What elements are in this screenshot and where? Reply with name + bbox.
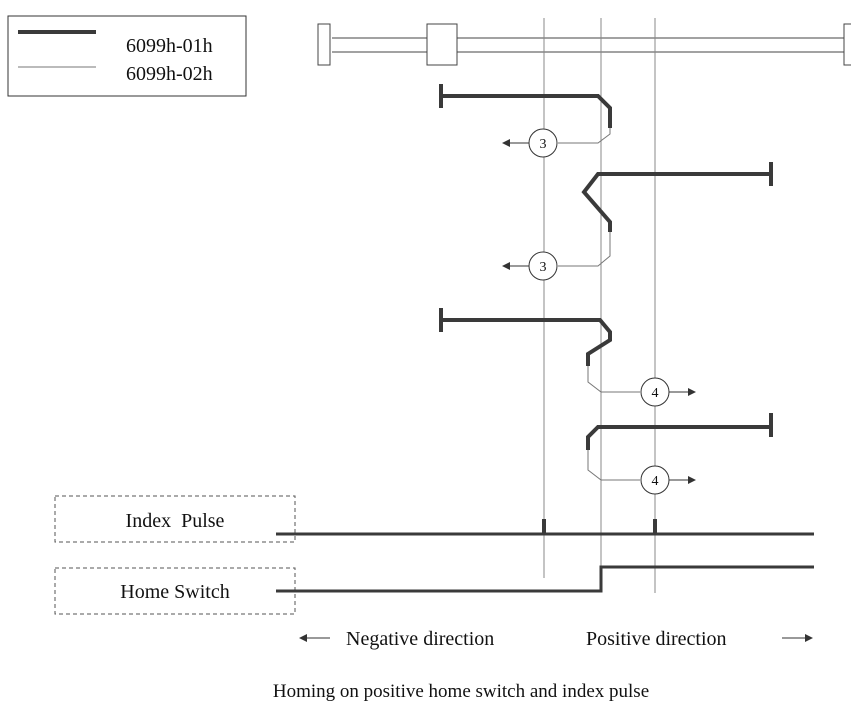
trajectory-3 — [439, 308, 640, 393]
marker-3: 4 — [640, 377, 696, 407]
marker-1: 3 — [502, 128, 558, 158]
diagram-caption: Homing on positive home switch and index… — [273, 681, 649, 702]
guide-lines — [543, 18, 656, 593]
carriage — [426, 23, 458, 66]
index-pulse-label: Index Pulse — [126, 510, 225, 532]
trajectory-2 — [558, 162, 773, 267]
trajectory-1-thick — [441, 94, 612, 128]
trajectory-2-thick — [581, 172, 771, 232]
marker-label: 3 — [540, 137, 547, 152]
index-pulse-signal: Index Pulse — [54, 495, 814, 543]
rail-end-left — [317, 23, 331, 66]
marker-4: 4 — [640, 465, 696, 495]
home-switch-signal: Home Switch — [54, 565, 814, 615]
direction-labels: Negative direction Positive direction — [299, 628, 813, 650]
legend-box — [7, 15, 247, 97]
trajectory-1 — [439, 84, 612, 144]
trajectory-4 — [586, 413, 773, 481]
trajectory-2-thin — [558, 232, 611, 267]
home-switch-label-box — [54, 567, 296, 615]
legend: 6099h-01h 6099h-02h — [7, 15, 247, 97]
marker-label: 3 — [540, 260, 547, 275]
home-switch-label: Home Switch — [120, 581, 229, 603]
marker-2: 3 — [502, 251, 558, 281]
trajectory-3-thick — [441, 318, 612, 366]
legend-label-thick: 6099h-01h — [126, 35, 213, 57]
trajectory-4-thick — [586, 425, 771, 450]
legend-label-thin: 6099h-02h — [126, 63, 213, 85]
home-switch-line — [276, 565, 814, 593]
marker-label: 4 — [652, 474, 659, 489]
positive-direction-label: Positive direction — [586, 628, 727, 650]
marker-label: 4 — [652, 386, 659, 401]
trajectory-3-thin — [587, 366, 640, 393]
rail-mechanism — [317, 23, 851, 66]
trajectory-1-thin — [558, 128, 611, 144]
negative-direction-label: Negative direction — [346, 628, 494, 650]
trajectory-4-thin — [587, 450, 640, 481]
index-pulse-label-box — [54, 495, 296, 543]
rail-end-right — [843, 23, 851, 66]
